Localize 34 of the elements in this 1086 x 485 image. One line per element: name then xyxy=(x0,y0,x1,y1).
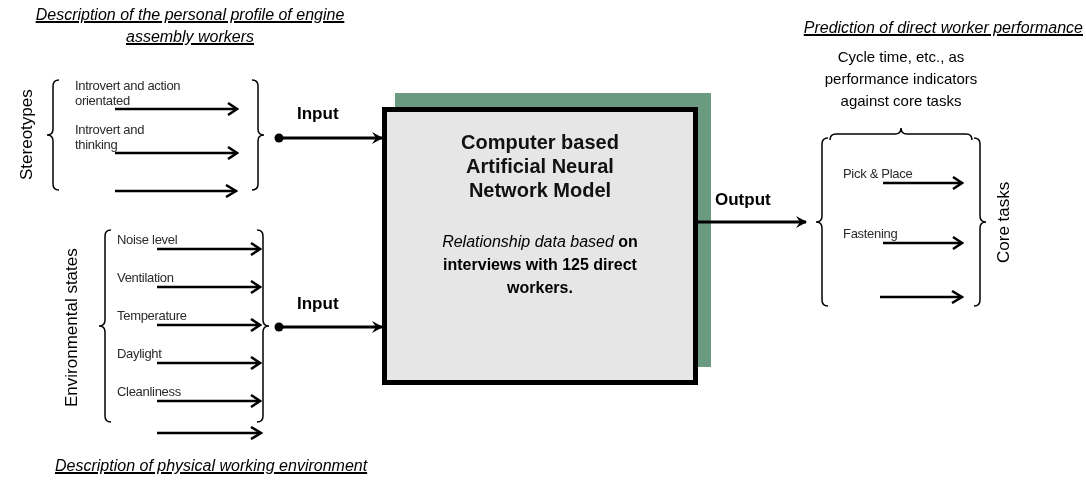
input-label: Fastening xyxy=(843,226,955,242)
model-note: Relationship data based on interviews with 125 direct workers. xyxy=(441,232,639,298)
input-label: Daylight xyxy=(117,346,229,362)
arrow xyxy=(115,145,239,161)
group-heading: Core tasks xyxy=(993,180,1014,265)
edge-label: Input xyxy=(296,104,340,124)
input-label: Noise level xyxy=(117,232,229,248)
group-heading: Environmental states xyxy=(61,247,82,410)
input-label: Pick & Place xyxy=(843,166,955,182)
arrow xyxy=(698,216,807,228)
input-label: Cleanliness xyxy=(117,384,229,400)
section-heading: Description of physical working environment xyxy=(55,456,369,476)
edge-label: Output xyxy=(714,190,772,210)
arrow xyxy=(157,355,262,371)
arrow xyxy=(883,235,964,251)
arrow xyxy=(274,321,383,333)
arrow xyxy=(157,279,262,295)
arrow xyxy=(883,175,964,191)
arrow xyxy=(157,393,262,409)
arrow xyxy=(157,317,262,333)
arrow xyxy=(274,132,383,144)
input-label: Introvert and action orientated xyxy=(75,78,187,108)
model-box xyxy=(382,107,698,385)
group-caption: Cycle time, etc., as performance indicators against core tasks xyxy=(823,47,979,111)
input-label: Temperature xyxy=(117,308,229,324)
edge-label: Input xyxy=(296,294,340,314)
model-title: Computer based Artificial Neural Network Model xyxy=(460,130,620,202)
section-heading: Prediction of direct worker performance xyxy=(802,18,1083,38)
section-heading: Description of the personal profile of engine assembly workers xyxy=(34,5,346,47)
arrow xyxy=(157,241,262,257)
input-label: Introvert and thinking xyxy=(75,122,187,152)
arrow xyxy=(115,101,239,117)
group-heading: Stereotypes xyxy=(16,88,37,183)
input-label: Ventilation xyxy=(117,270,229,286)
